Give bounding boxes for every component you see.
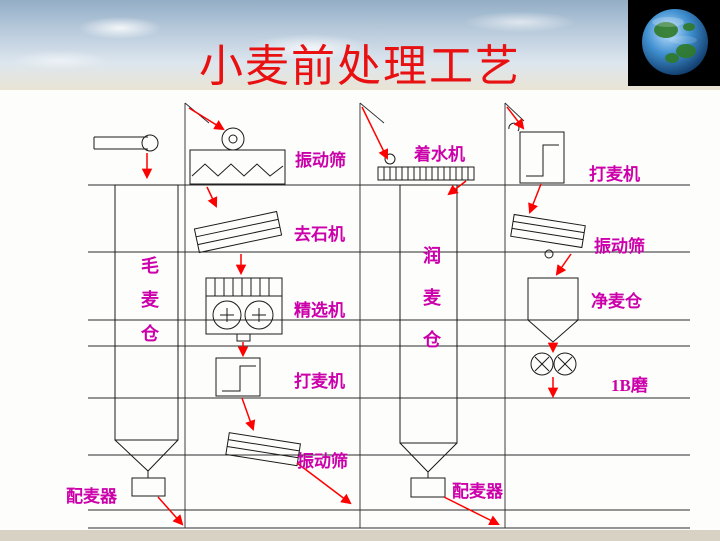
wheat-blender-left-box: [131, 477, 166, 497]
slide-title: 小麦前处理工艺: [199, 41, 521, 92]
tempering-silo: [399, 184, 458, 498]
label-wheat-blender-mid: 配麦器: [452, 482, 503, 501]
wheat-blender-mid-box: [410, 477, 446, 498]
label-raw-wheat-bin: 毛麦仓: [139, 256, 159, 358]
flow-arrows: [141, 106, 572, 526]
label-clean-wheat-bin: 净麦仓: [591, 292, 642, 311]
label-tempering-bin: 润麦仓: [421, 246, 441, 372]
slide-bottom-strip: [0, 530, 720, 541]
sky-banner: [0, 0, 720, 90]
label-wheat-beater-left: 打麦机: [294, 372, 345, 391]
mill-rolls: [530, 352, 577, 376]
earth-image: [628, 0, 720, 86]
wheat-beater-left-machine: [215, 357, 261, 397]
label-vibrating-sieve-top: 振动筛: [295, 151, 346, 170]
label-destoner: 去石机: [294, 225, 345, 244]
label-water-adding-machine: 着水机: [414, 145, 465, 164]
vibrating-sieve-right-machine: [510, 213, 586, 259]
label-mill-1b: 1B磨: [611, 376, 648, 395]
label-wheat-beater-right: 打麦机: [589, 165, 640, 184]
selector-machine: [205, 277, 283, 342]
label-selector: 精选机: [294, 301, 345, 320]
vibrating-sieve-top-machine: [189, 127, 286, 185]
clean-wheat-bin-machine: [527, 277, 579, 343]
label-vibrating-sieve-right: 振动筛: [594, 237, 645, 256]
label-vibrating-sieve-bottom: 振动筛: [297, 452, 348, 471]
earth-globe-icon: [628, 0, 720, 86]
label-wheat-blender-left: 配麦器: [66, 487, 117, 506]
raw-wheat-silo: [114, 184, 179, 497]
intake-conveyor: [93, 134, 159, 152]
water-adding-machine: [377, 153, 475, 181]
vibrating-sieve-bottom-machine: [225, 432, 301, 467]
destoner-machine: [193, 210, 283, 254]
wheat-beater-right-machine: [508, 122, 565, 184]
floor-grid: [88, 102, 690, 529]
